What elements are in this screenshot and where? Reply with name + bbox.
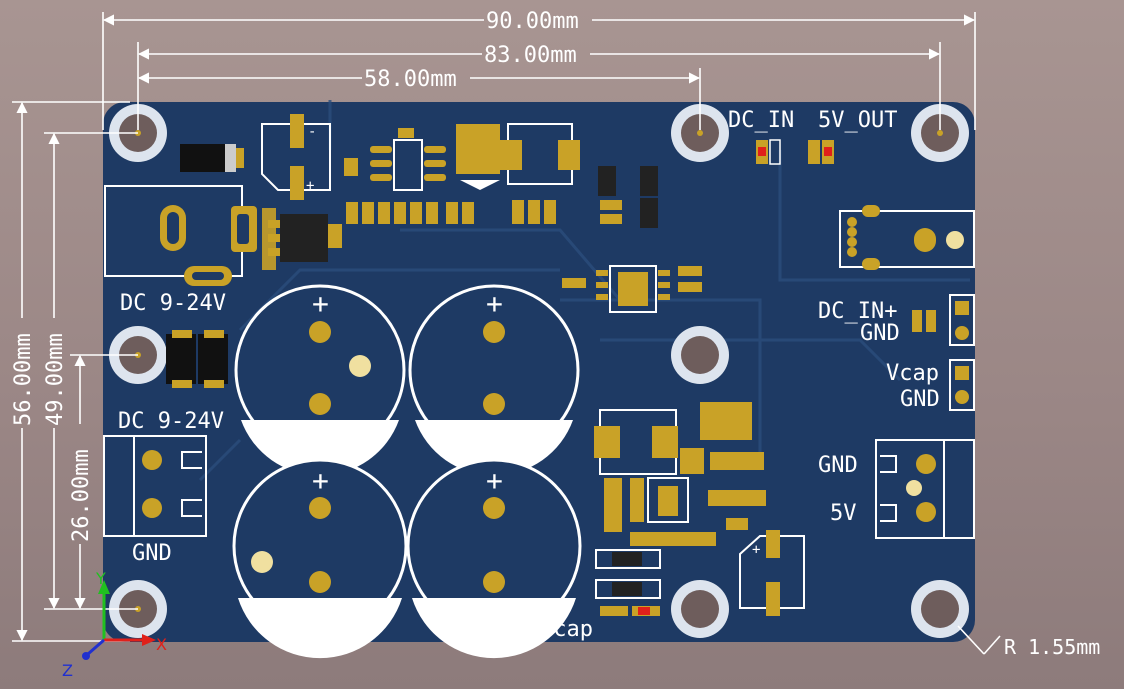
transistors-q bbox=[598, 166, 658, 228]
dim-width-83: 83.00mm bbox=[484, 43, 577, 68]
diode-d1 bbox=[180, 144, 244, 172]
plus-c4: + bbox=[486, 464, 503, 497]
mounting-hole-center bbox=[671, 326, 729, 384]
label-gnd-terminal-right: GND bbox=[818, 453, 858, 478]
dim-radius: R 1.55mm bbox=[1004, 635, 1100, 659]
dimension-lines bbox=[12, 12, 1001, 655]
terminal-block-output bbox=[875, 439, 975, 539]
label-dc-in: DC_IN bbox=[728, 108, 794, 133]
plus-c1: + bbox=[312, 287, 329, 320]
axis-triad: Y X Z bbox=[62, 569, 167, 680]
label-vcap: Vcap bbox=[886, 361, 939, 386]
mounting-hole-bottom-right bbox=[911, 580, 969, 638]
axis-y-label: Y bbox=[95, 569, 106, 588]
ic-u1 bbox=[370, 128, 446, 191]
label-5v-out: 5V_OUT bbox=[818, 108, 897, 133]
ic-u2-qfn bbox=[562, 265, 702, 313]
terminal-block-input bbox=[103, 435, 207, 537]
dim-height-56: 56.00mm bbox=[11, 333, 36, 426]
label-dc-input-mid: DC 9-24V bbox=[118, 409, 224, 434]
capacitor-c2 bbox=[408, 284, 580, 476]
smd-row-top bbox=[344, 158, 556, 224]
plus-c3: + bbox=[312, 464, 329, 497]
dc-jack bbox=[104, 185, 257, 286]
axis-z-label: Z bbox=[62, 661, 73, 680]
capacitor-small-top bbox=[261, 114, 331, 200]
inductor-l1 bbox=[456, 123, 580, 190]
dim-width-58: 58.00mm bbox=[364, 67, 457, 92]
label-cap-top-plus: + bbox=[306, 178, 314, 194]
dim-height-49: 49.00mm bbox=[43, 333, 68, 426]
diodes-d2-d3 bbox=[166, 330, 228, 388]
label-5v: 5V bbox=[830, 501, 857, 526]
capacitor-c4 bbox=[406, 458, 582, 659]
dim-width-90: 90.00mm bbox=[486, 9, 579, 34]
mounting-holes bbox=[109, 104, 969, 638]
label-gnd-terminal-left: GND bbox=[132, 541, 172, 566]
led-5v-out bbox=[808, 140, 834, 164]
led-dc-in bbox=[756, 139, 781, 165]
header-vcap bbox=[949, 359, 975, 411]
regulator-sot bbox=[262, 208, 342, 270]
capacitor-c3 bbox=[232, 458, 408, 659]
label-cap-bottom-plus: + bbox=[752, 542, 760, 558]
axis-x-label: X bbox=[156, 635, 167, 654]
label-gnd-header2: GND bbox=[900, 387, 940, 412]
header-dc-in bbox=[912, 294, 975, 346]
capacitor-small-bottom bbox=[739, 530, 805, 616]
label-dc-in-plus: DC_IN+ bbox=[818, 299, 897, 324]
label-vcap-bottom: Vcap bbox=[540, 617, 593, 642]
label-cap-top-minus: - bbox=[308, 124, 316, 140]
mounting-hole-bottom-mid bbox=[671, 580, 729, 638]
label-dc-input-top: DC 9-24V bbox=[120, 291, 226, 316]
capacitor-c1 bbox=[234, 284, 406, 476]
buck-module-bottom bbox=[594, 402, 766, 616]
label-gnd-header1: GND bbox=[860, 321, 900, 346]
plus-c2: + bbox=[486, 287, 503, 320]
dim-height-26: 26.00mm bbox=[69, 449, 94, 542]
usb-connector bbox=[839, 205, 975, 270]
